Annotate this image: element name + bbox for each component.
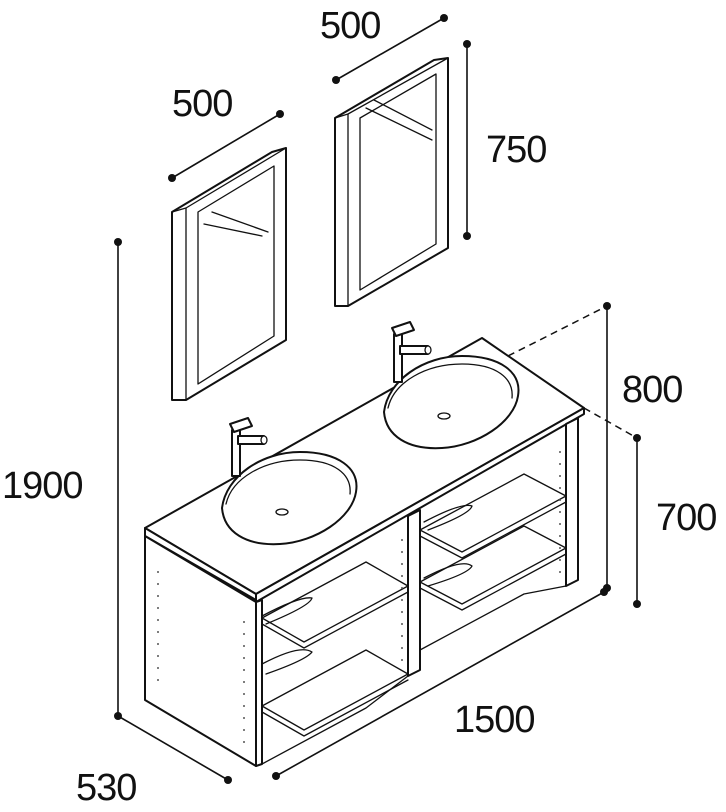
total-width-label: 1500: [454, 699, 535, 741]
mirror-height-label: 750: [486, 129, 546, 171]
mirror-left-width-label: 500: [172, 83, 232, 125]
faucet-left: [229, 417, 268, 477]
total-height-label: 1900: [2, 465, 83, 507]
basin-right: [383, 355, 520, 450]
counter-height-label: 800: [622, 369, 682, 411]
mirror-right: [334, 57, 449, 307]
cabinet-height-label: 700: [656, 497, 716, 539]
dimension-lines: [114, 14, 641, 784]
panel-holes: [157, 451, 561, 743]
basin-left: [221, 451, 358, 546]
depth-label: 530: [76, 767, 136, 809]
mirror-right-width-label: 500: [320, 5, 380, 47]
faucet-right: [391, 321, 432, 383]
mirror-left: [171, 147, 287, 401]
